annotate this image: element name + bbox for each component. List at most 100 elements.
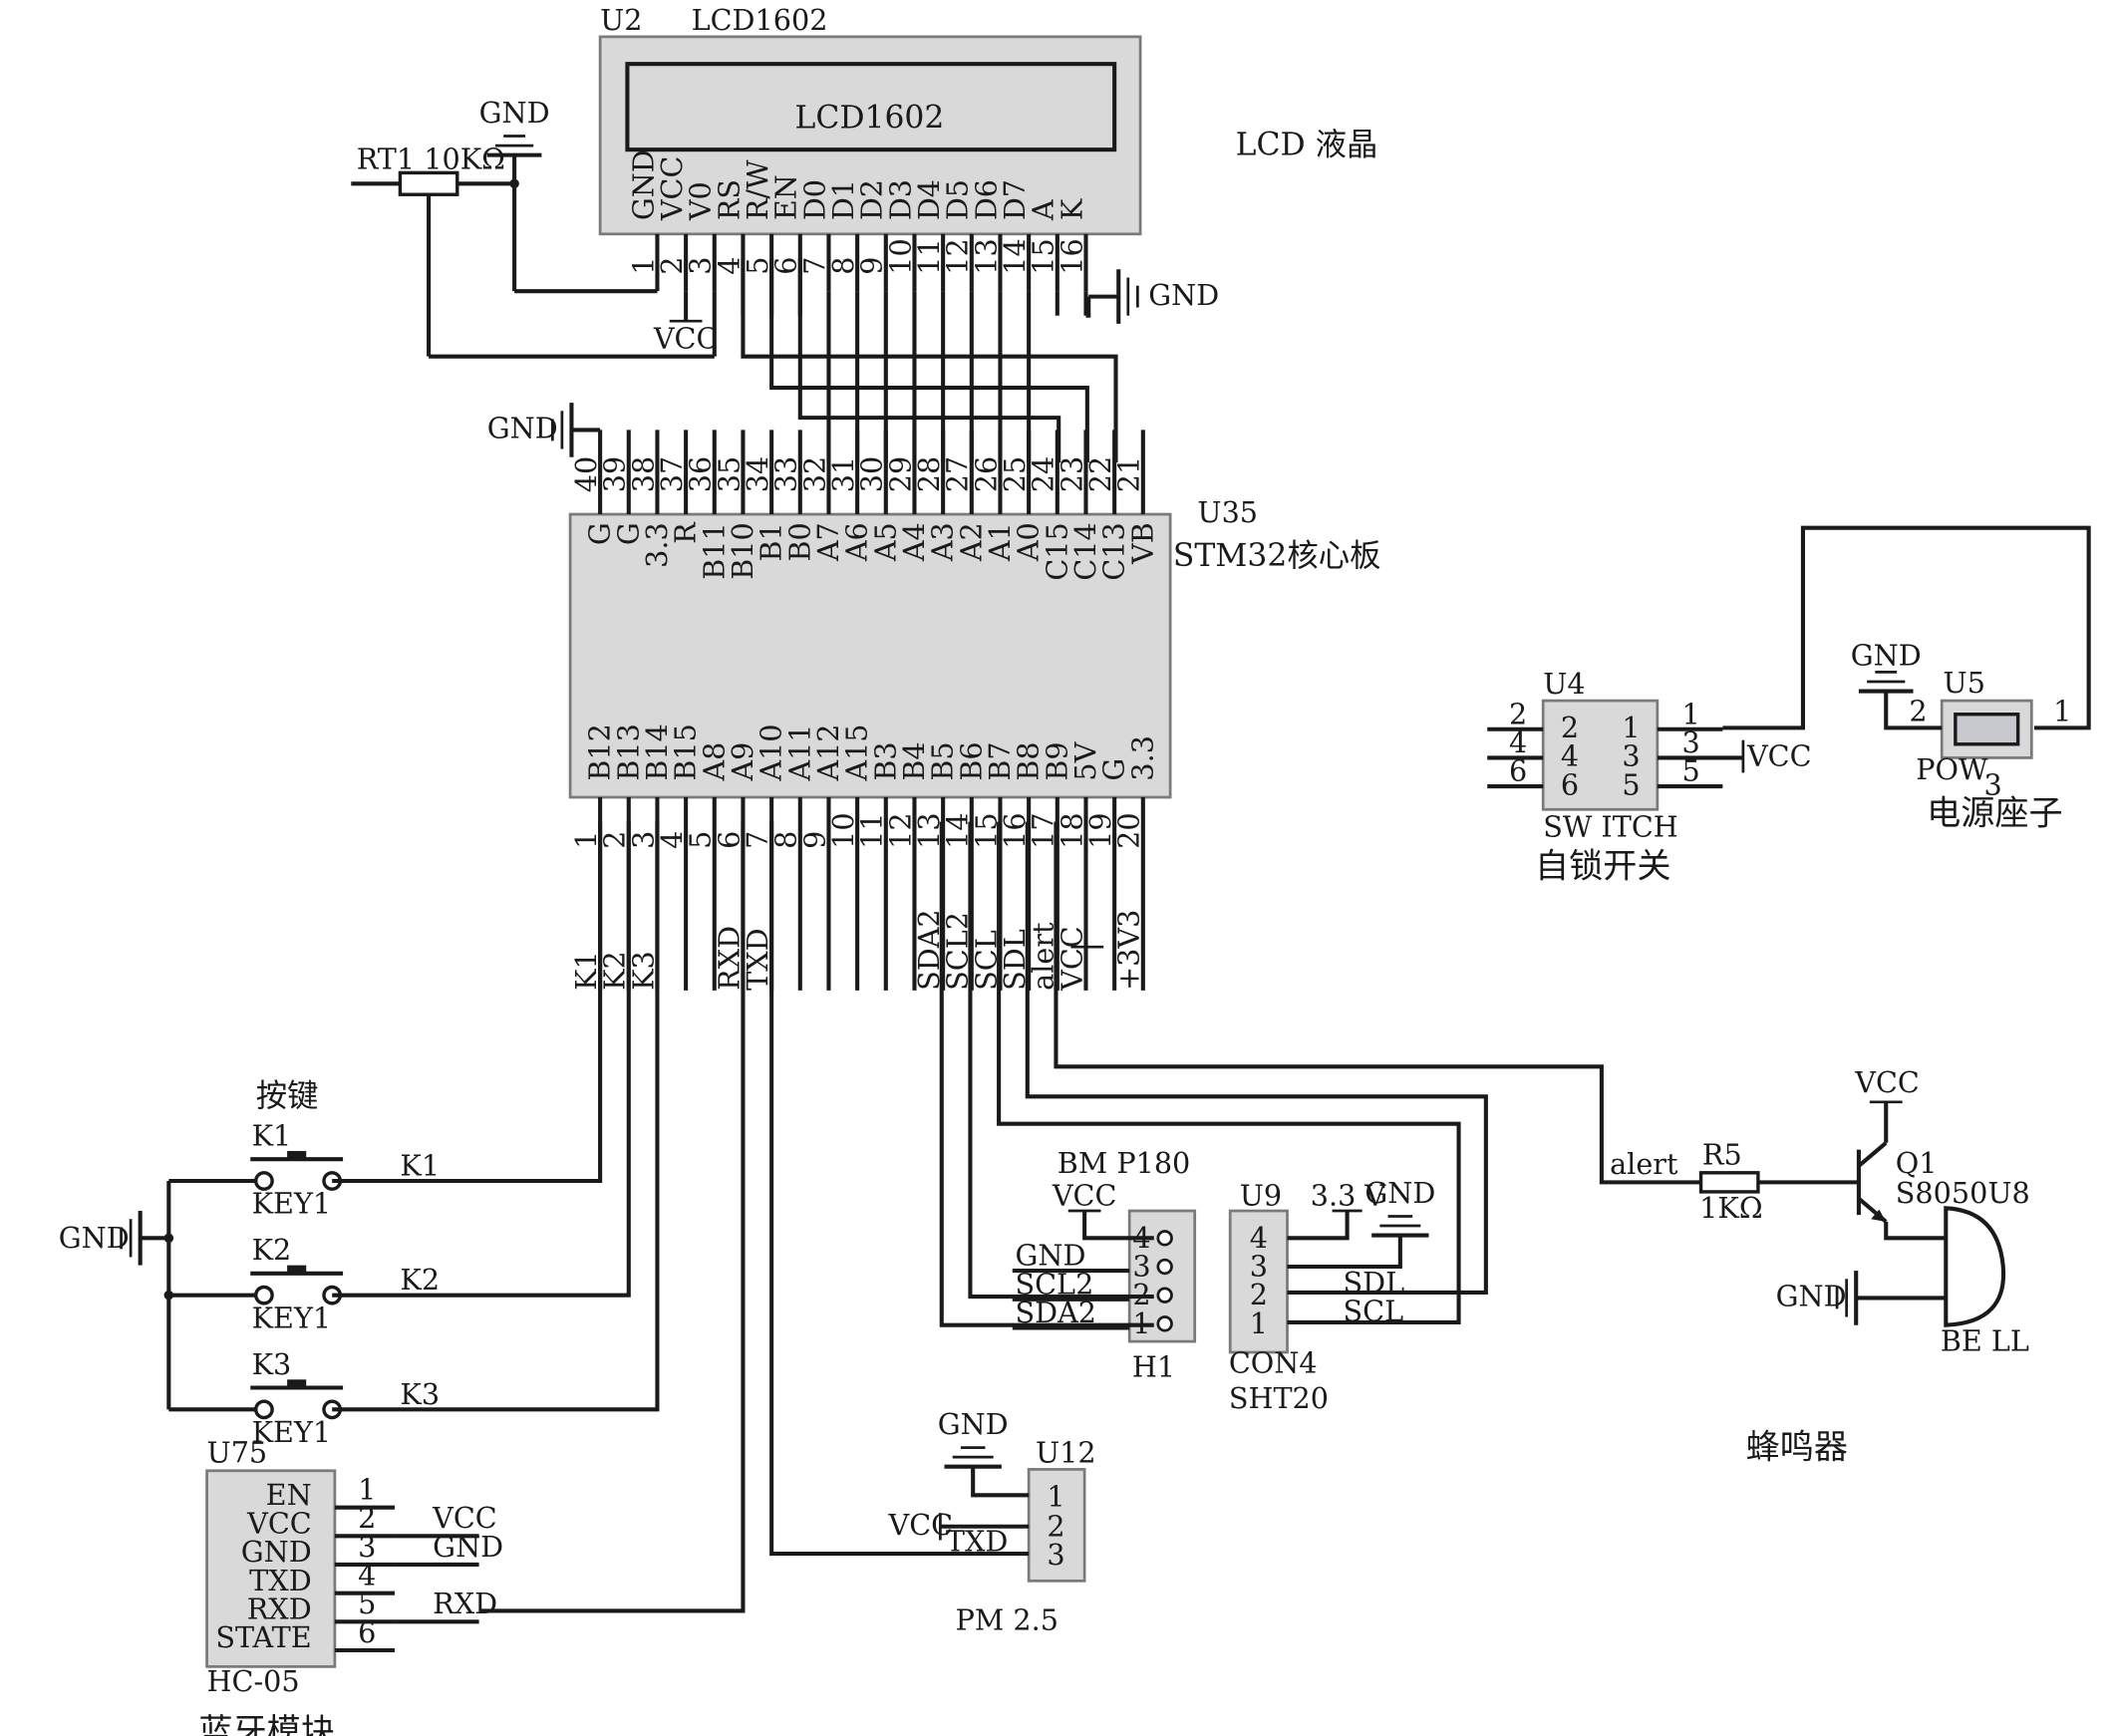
stm32-bottom-pin-number-8: 8 [769, 831, 803, 849]
stm32-bottom-pin-name-11: B3 [868, 741, 902, 780]
stm32-bottom-pin-number-18: 18 [1055, 812, 1088, 848]
hc05-pin-number-5: 5 [358, 1587, 376, 1620]
lcd-pin-name-2: VCC [655, 156, 689, 222]
lcd-pin-number-11: 11 [912, 238, 946, 274]
pm25-body [1027, 1468, 1086, 1583]
stm32-bottom-pin-name-16: B8 [1012, 741, 1046, 780]
stm32-top-pin-number-39: 39 [598, 456, 632, 492]
buzzer-circuit: alert R5 1KΩ VCC Q1 S8050U8 BE LL GND 蜂鸣… [1054, 821, 2030, 1467]
pm25-ref: U12 [1036, 1436, 1096, 1470]
stm32-top-pin-name-29: A4 [897, 522, 931, 562]
pm25-gnd-label: GND [938, 1407, 1009, 1441]
rt1-body [398, 170, 459, 196]
stm32-net-label-18: VCC [1055, 926, 1088, 992]
switch-left-inner-6: 6 [1561, 767, 1579, 801]
lcd-pin-number-9: 9 [855, 257, 889, 275]
lcd-pin-number-3: 3 [684, 257, 718, 275]
lcd-pin-number-13: 13 [969, 238, 1003, 274]
sht20-part: CON4 [1229, 1345, 1318, 1379]
stm32-bottom-pin-name-6: A9 [726, 742, 759, 782]
lcd-pin-number-8: 8 [826, 257, 860, 275]
stm32-top-pin-number-34: 34 [741, 456, 774, 492]
bmp180-title: BM P180 [1058, 1146, 1191, 1180]
lcd-pin-name-12: D5 [941, 179, 975, 220]
lcd-pin-name-10: D3 [883, 179, 917, 220]
hc05-pin-name-6: STATE [215, 1620, 311, 1654]
stm32-bottom-pin-number-4: 4 [655, 831, 689, 849]
stm32-net-label-3: K3 [626, 951, 660, 991]
stm32-board: U35 STM32核心板 40G39G383.337R36B1135B1034B… [487, 403, 1380, 992]
stm32-top-pin-name-30: A5 [868, 522, 902, 562]
q1-ref: Q1 [1896, 1146, 1938, 1180]
power-pin-1: 1 [2053, 695, 2071, 728]
buzzer-gnd-label: GND [1776, 1280, 1847, 1313]
stm32-bottom-pin-number-3: 3 [626, 831, 660, 849]
lcd-pin-number-2: 2 [655, 257, 689, 275]
switch-ref: U4 [1543, 667, 1585, 701]
stm32-top-pins: 40G39G383.337R36B1135B1034B133B032A731A6… [569, 430, 1159, 581]
key-contact-icon [254, 1285, 274, 1305]
stm32-top-pin-number-40: 40 [569, 456, 603, 492]
key-contact-icon [254, 1399, 274, 1420]
key-part-1: KEY1 [252, 1187, 331, 1221]
stm32-top-pin-number-21: 21 [1112, 456, 1146, 492]
bmp180-pin-number-3: 3 [1132, 1250, 1150, 1284]
stm32-top-pin-name-22: C13 [1097, 522, 1131, 580]
r5-ref: R5 [1702, 1138, 1742, 1172]
switch-left-inner-2: 2 [1561, 711, 1579, 744]
stm32-top-pin-name-31: A6 [840, 522, 874, 562]
lcd-pin-name-6: EN [769, 174, 803, 220]
stm32-bottom-pin-name-5: A8 [697, 742, 731, 782]
lcd-ref: U2 [600, 3, 642, 37]
pm25-sensor: U12 1 2 3 PM 2.5 GND VCC TXD [769, 821, 1096, 1637]
stm32-bottom-pin-name-1: B12 [583, 723, 617, 781]
q1-vcc-label: VCC [1854, 1065, 1920, 1099]
sht20-body [1228, 1209, 1289, 1354]
lcd-pin-name-7: D0 [797, 179, 831, 220]
lcd-part: LCD1602 [692, 3, 828, 37]
sht20-pin-number-1: 1 [1250, 1306, 1268, 1340]
stm32-bottom-pin-name-17: B9 [1040, 741, 1073, 780]
lcd-pin-name-5: R/W [741, 159, 774, 220]
lcd-pin-name-14: D7 [998, 179, 1032, 220]
hc05-net-3: GND [433, 1530, 503, 1564]
lcd1602: LCD1602 U2 LCD1602 LCD 液晶 GND1VCC2V03RS4… [598, 3, 1377, 463]
key-contact-icon [254, 1171, 274, 1191]
stm32-bottom-pin-name-18: 5V [1068, 740, 1102, 780]
r5-value: 1KΩ [1699, 1191, 1762, 1225]
stm32-bottom-pin-number-10: 10 [826, 812, 860, 848]
stm32-bottom-pin-name-15: B7 [983, 741, 1017, 780]
lcd-pin-name-8: D1 [826, 179, 860, 220]
stm32-top-pin-number-33: 33 [769, 456, 803, 492]
rt1-gnd-label: GND [479, 96, 550, 130]
stm32-top-pin-name-26: A1 [983, 522, 1017, 562]
stm32-bottom-pin-number-7: 7 [741, 831, 774, 849]
switch-right-inner-3: 3 [1622, 739, 1640, 773]
stm32-bottom-pin-number-20: 20 [1112, 812, 1146, 848]
hc05-body [205, 1469, 337, 1668]
rt1-label: RT1 10KΩ [357, 142, 505, 175]
stm32-top-pin-number-31: 31 [826, 456, 860, 492]
stm32-bottom-pin-name-4: B15 [669, 723, 703, 781]
pm25-vcc-label: VCC [888, 1508, 954, 1542]
bmp180-pin-icon [1156, 1258, 1173, 1276]
lcd-pin-number-4: 4 [712, 257, 746, 275]
pm25-pin-3: 3 [1047, 1538, 1064, 1572]
lcd-pin-name-11: D4 [912, 179, 946, 220]
keys-title: 按键 [256, 1078, 319, 1114]
power-caption: 电源座子 [1927, 793, 2063, 833]
bmp180-pin-icon [1156, 1230, 1173, 1247]
lcd-pin-name-15: A [1027, 199, 1060, 221]
key-ref-3: K3 [252, 1347, 292, 1381]
stm32-bottom-pin-number-19: 19 [1083, 812, 1117, 848]
switch-right-inner-1: 1 [1622, 711, 1640, 744]
stm32-top-pin-name-35: B10 [726, 522, 759, 580]
hc05-pin-number-2: 2 [358, 1501, 376, 1535]
lcd-pin-name-1: GND [626, 149, 660, 220]
stm32-bottom-pin-number-11: 11 [855, 812, 889, 848]
lcd-pin-number-15: 15 [1027, 238, 1060, 274]
hc05-pin-name-1: EN [266, 1478, 312, 1512]
